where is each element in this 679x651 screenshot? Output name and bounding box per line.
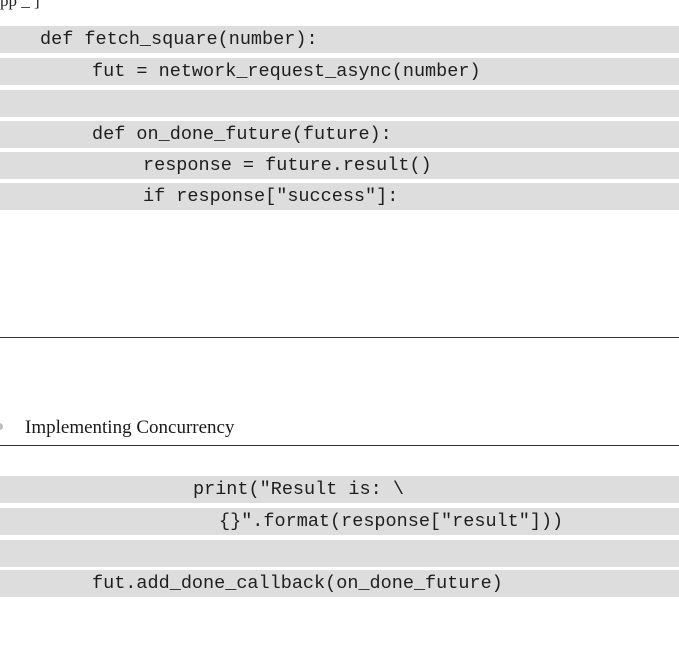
code-line: print("Result is: \	[0, 476, 679, 503]
code-line: fut = network_request_async(number)	[0, 58, 679, 85]
code-line-blank	[0, 540, 679, 567]
page-number-marker-icon	[0, 423, 3, 430]
code-line-blank	[0, 90, 679, 117]
code-line: if response["success"]:	[0, 183, 679, 210]
code-line: def fetch_square(number):	[0, 26, 679, 53]
code-line: {}".format(response["result"]))	[0, 508, 679, 535]
code-text: if response["success"]:	[143, 186, 399, 207]
code-line: response = future.result()	[0, 152, 679, 179]
code-text: def on_done_future(future):	[92, 124, 392, 145]
page-break-rule	[0, 337, 679, 338]
header-rule	[0, 445, 679, 446]
code-text: {}".format(response["result"]))	[219, 511, 564, 532]
code-text: response = future.result()	[143, 155, 432, 176]
truncated-text-fragment: pp _ ]	[0, 0, 40, 10]
code-text: print("Result is: \	[193, 479, 404, 500]
chapter-title: Implementing Concurrency	[25, 417, 235, 438]
running-header: Implementing Concurrency	[0, 414, 679, 442]
code-text: fut.add_done_callback(on_done_future)	[92, 573, 503, 594]
code-line: def on_done_future(future):	[0, 121, 679, 148]
code-text: def fetch_square(number):	[40, 29, 318, 50]
code-line: fut.add_done_callback(on_done_future)	[0, 570, 679, 597]
code-text: fut = network_request_async(number)	[92, 61, 481, 82]
